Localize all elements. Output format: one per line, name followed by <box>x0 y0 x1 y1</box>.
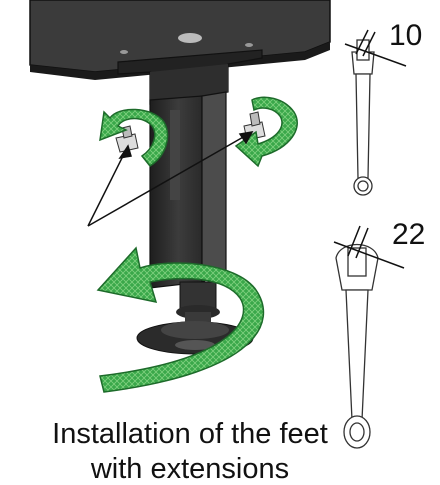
pointer-lines <box>87 131 254 227</box>
wrench-22-icon <box>333 225 405 449</box>
caption-line-1: Installation of the feet <box>52 418 328 450</box>
mounting-bracket <box>117 49 263 105</box>
rotation-arrow-foot <box>96 246 265 393</box>
wrench-10-icon <box>344 29 407 196</box>
rotation-arrow-left <box>99 108 169 167</box>
caption-line-2: with extensions <box>90 453 290 485</box>
wrench-size-10-label: 10 <box>389 19 423 52</box>
wrench-size-22-label: 22 <box>392 218 426 251</box>
rotation-arrow-right <box>234 96 298 168</box>
